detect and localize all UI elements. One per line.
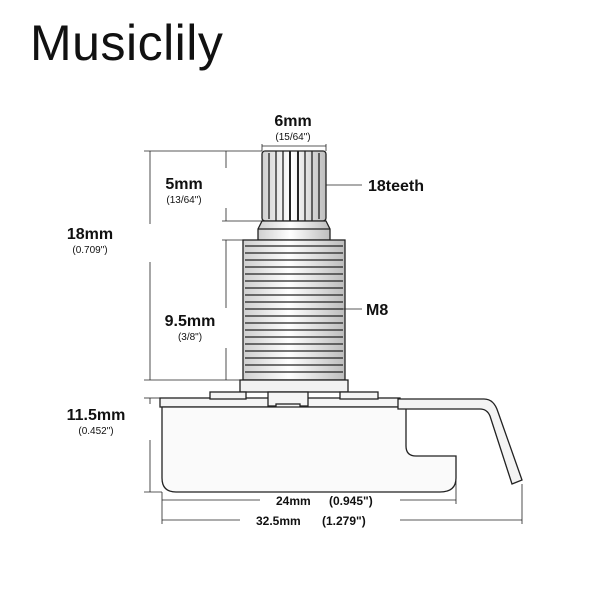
shaft-diameter-label: 6mm xyxy=(274,113,311,130)
knurled-shaft xyxy=(261,150,327,222)
shaft-diameter-inch: (15/64") xyxy=(275,132,310,143)
thread-length-inch: (3/8") xyxy=(178,332,202,343)
pot-casing xyxy=(161,406,457,493)
body-width-inch: (0.945") xyxy=(329,494,373,508)
total-height-inch: (0.709") xyxy=(72,245,107,256)
body-height-label: 11.5mm xyxy=(67,407,126,424)
body-height-inch: (0.452") xyxy=(78,426,113,437)
potentiometer-drawing xyxy=(159,150,523,493)
overall-width-label: 32.5mm xyxy=(256,514,301,528)
solder-lug xyxy=(397,398,523,485)
knurl-length-label: 5mm xyxy=(165,176,202,193)
brand-logo-text: Musiclily xyxy=(30,15,224,71)
mounting-washer xyxy=(239,379,349,393)
teeth-label: 18teeth xyxy=(368,178,424,195)
dimension-lines xyxy=(144,144,523,524)
shaft-collar xyxy=(257,220,331,241)
knurl-length-inch: (13/64") xyxy=(166,195,201,206)
threaded-bushing xyxy=(242,239,346,381)
thread-size-label: M8 xyxy=(366,302,388,319)
overall-width-inch: (1.279") xyxy=(322,514,366,528)
dimension-labels: 6mm (15/64") 5mm (13/64") 18teeth 18mm (… xyxy=(67,113,424,528)
total-height-label: 18mm xyxy=(67,226,113,243)
body-width-label: 24mm xyxy=(276,494,311,508)
thread-length-label: 9.5mm xyxy=(165,313,216,330)
